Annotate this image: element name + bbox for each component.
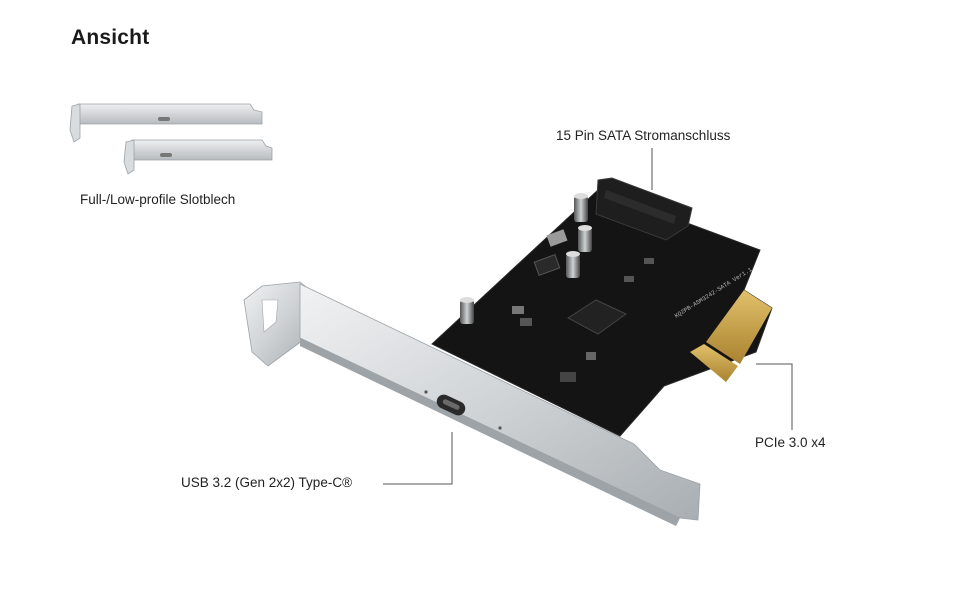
low-profile-bracket	[123, 139, 273, 175]
controller-chip	[567, 299, 627, 335]
leader-lines	[383, 148, 793, 485]
sata-connector	[595, 177, 693, 241]
led-hole	[498, 426, 502, 430]
capacitor	[574, 193, 588, 222]
page-title: Ansicht	[71, 26, 150, 49]
usb-c-port	[436, 394, 466, 416]
sata-power-label: 15 Pin SATA Stromanschluss	[556, 128, 731, 143]
main-bracket	[243, 281, 701, 526]
capacitor	[460, 297, 474, 324]
pcie-label: PCIe 3.0 x4	[755, 435, 826, 450]
pcb-board: KQ2PB-ASM3242-SATA Ver1.1	[431, 177, 773, 437]
led-hole	[424, 390, 428, 394]
usb-label: USB 3.2 (Gen 2x2) Type-C®	[181, 475, 353, 490]
slot-bracket-label: Full-/Low-profile Slotblech	[80, 192, 236, 207]
pcie-gold-contacts	[690, 290, 772, 382]
capacitor	[578, 225, 592, 252]
full-profile-bracket	[69, 103, 263, 143]
capacitor	[566, 251, 580, 278]
